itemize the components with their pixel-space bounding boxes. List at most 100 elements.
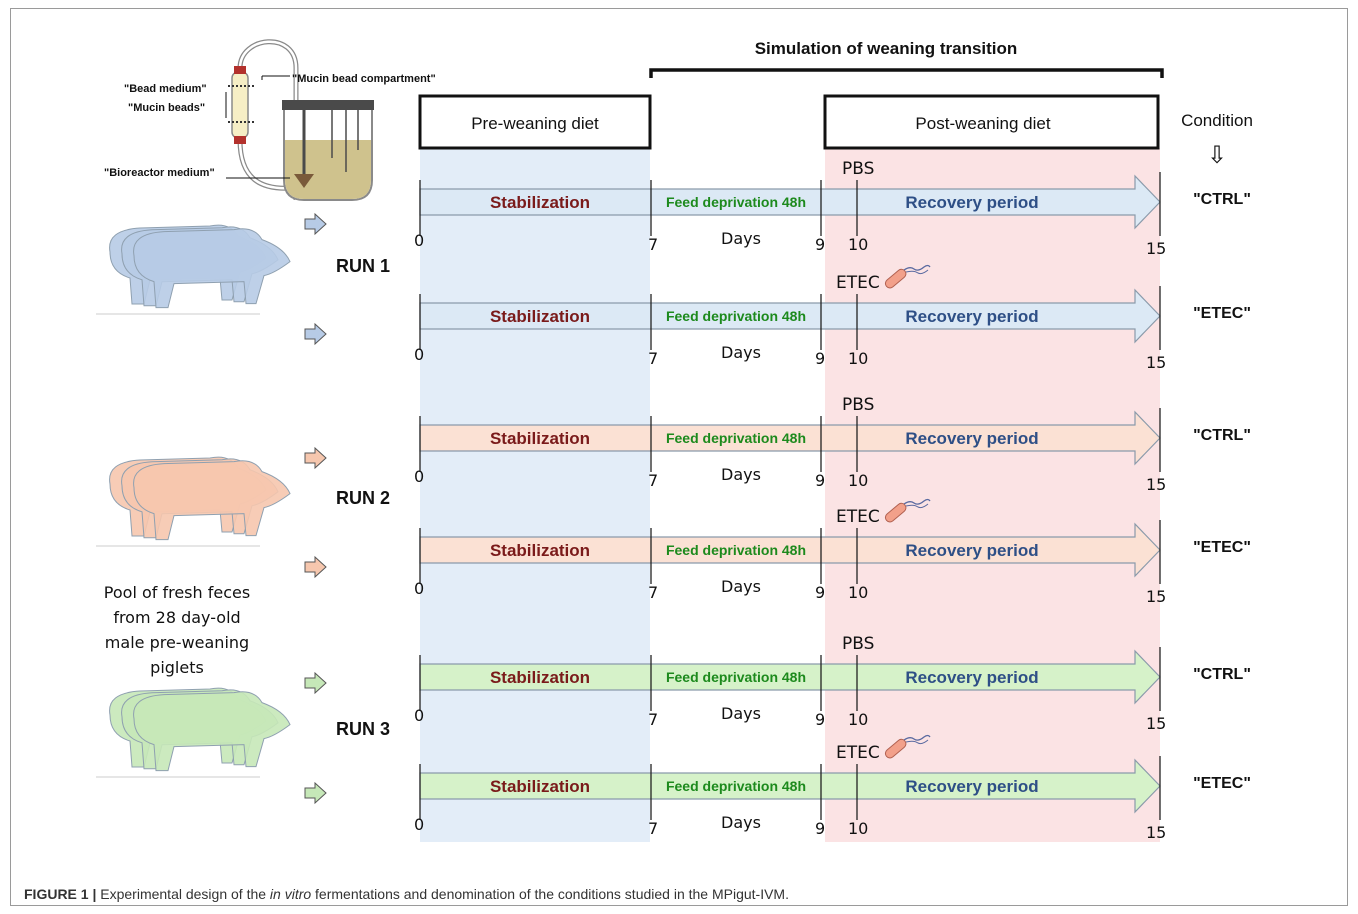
- day-tick-10: 10: [848, 710, 868, 729]
- day-tick-15: 15: [1146, 714, 1166, 733]
- day-tick-15: 15: [1146, 823, 1166, 842]
- day-tick-9: 9: [815, 349, 825, 368]
- post-weaning-label: Post-weaning diet: [915, 114, 1050, 133]
- caption-text-before: Experimental design of the: [96, 886, 270, 902]
- day-tick-10: 10: [848, 471, 868, 490]
- recovery-period-label: Recovery period: [905, 307, 1038, 326]
- post-weaning-box: [823, 94, 1160, 150]
- day-tick-15: 15: [1146, 353, 1166, 372]
- figure-caption: FIGURE 1 | Experimental design of the in…: [24, 886, 789, 902]
- timeline-row-4: Stabilization Feed deprivation 48h Recover…: [414, 498, 1251, 606]
- days-label: Days: [721, 813, 761, 832]
- condition-label: "ETEC": [1193, 305, 1251, 322]
- days-label: Days: [721, 229, 761, 248]
- condition-down-arrow-icon: ⇩: [1207, 141, 1227, 169]
- recovery-period-label: Recovery period: [905, 541, 1038, 560]
- timeline-row-2: Stabilization Feed deprivation 48h Recover…: [414, 264, 1251, 372]
- pre-weaning-label: Pre-weaning diet: [471, 114, 599, 133]
- feed-deprivation-label: Feed deprivation 48h: [666, 669, 806, 685]
- stabilization-label: Stabilization: [490, 777, 590, 796]
- marker-label: ETEC: [836, 273, 880, 293]
- run-3-arrow-icon-2: [304, 781, 327, 805]
- feed-deprivation-label: Feed deprivation 48h: [666, 542, 806, 558]
- stabilization-label: Stabilization: [490, 193, 590, 212]
- days-label: Days: [721, 577, 761, 596]
- timeline-row-3: Stabilization Feed deprivation 48h Recover…: [414, 395, 1251, 494]
- pool-text-line-4: piglets: [150, 658, 204, 677]
- day-tick-0: 0: [414, 467, 424, 486]
- timeline-arrow: [419, 288, 1161, 344]
- day-tick-7: 7: [648, 235, 658, 254]
- day-tick-10: 10: [848, 819, 868, 838]
- piglet-group-run-3: [96, 687, 291, 778]
- recovery-period-label: Recovery period: [905, 429, 1038, 448]
- timeline-arrow: [419, 410, 1161, 466]
- mucin-bead-compartment-label: "Mucin bead compartment": [292, 73, 436, 85]
- stabilization-label: Stabilization: [490, 307, 590, 326]
- day-tick-9: 9: [815, 819, 825, 838]
- day-tick-15: 15: [1146, 475, 1166, 494]
- day-tick-7: 7: [648, 583, 658, 602]
- run-label-3: RUN 3: [336, 719, 390, 739]
- day-tick-7: 7: [648, 471, 658, 490]
- timeline-arrow: [419, 758, 1161, 814]
- days-label: Days: [721, 465, 761, 484]
- feed-deprivation-label: Feed deprivation 48h: [666, 194, 806, 210]
- day-tick-15: 15: [1146, 587, 1166, 606]
- stabilization-label: Stabilization: [490, 541, 590, 560]
- feed-deprivation-label: Feed deprivation 48h: [666, 430, 806, 446]
- mucin-beads-label: "Mucin beads": [128, 102, 205, 114]
- day-tick-9: 9: [815, 235, 825, 254]
- marker-label: PBS: [842, 634, 874, 654]
- bracket-title: Simulation of weaning transition: [755, 39, 1018, 58]
- marker-label: PBS: [842, 159, 874, 179]
- caption-text-after: fermentations and denomination of the co…: [311, 886, 789, 902]
- weaning-bracket: [649, 68, 1164, 78]
- recovery-period-label: Recovery period: [905, 777, 1038, 796]
- timeline-arrow: [419, 522, 1161, 578]
- run-label-1: RUN 1: [336, 256, 390, 276]
- run-2-arrow-icon-1: [304, 446, 327, 470]
- stabilization-label: Stabilization: [490, 429, 590, 448]
- day-tick-0: 0: [414, 815, 424, 834]
- timeline-arrow: [419, 649, 1161, 705]
- timeline-arrow: [419, 174, 1161, 230]
- pre-weaning-box: [418, 94, 652, 150]
- post-weaning-band: [825, 148, 1160, 842]
- caption-italic: in vitro: [269, 886, 312, 902]
- bioreactor-illustration: [225, 39, 374, 201]
- days-label: Days: [721, 704, 761, 723]
- condition-label: "ETEC": [1193, 775, 1251, 792]
- condition-label: "CTRL": [1193, 191, 1251, 208]
- day-tick-9: 9: [815, 710, 825, 729]
- bacterium-icon: [884, 734, 931, 759]
- days-label: Days: [721, 343, 761, 362]
- condition-label: "CTRL": [1193, 666, 1251, 683]
- recovery-period-label: Recovery period: [905, 668, 1038, 687]
- run-1-arrow-icon-2: [304, 322, 327, 346]
- day-tick-0: 0: [414, 231, 424, 250]
- pool-text-line-3: male pre-weaning: [105, 633, 249, 652]
- run-3-arrow-icon-1: [304, 671, 327, 695]
- condition-header: Condition: [1181, 111, 1253, 130]
- run-2-arrow-icon-2: [304, 555, 327, 579]
- pool-text-line-2: from 28 day-old: [113, 608, 240, 627]
- run-label-2: RUN 2: [336, 488, 390, 508]
- day-tick-7: 7: [648, 710, 658, 729]
- run-1-arrow-icon-1: [304, 212, 327, 236]
- piglet-group-run-2: [96, 456, 291, 547]
- condition-label: "CTRL": [1193, 427, 1251, 444]
- piglet-group-run-1: [96, 224, 291, 315]
- day-tick-15: 15: [1146, 239, 1166, 258]
- bacterium-icon: [884, 264, 931, 289]
- marker-label: ETEC: [836, 507, 880, 527]
- bioreactor-medium-label: "Bioreactor medium": [104, 167, 215, 179]
- caption-label: FIGURE 1 |: [24, 886, 97, 902]
- feed-deprivation-label: Feed deprivation 48h: [666, 308, 806, 324]
- pigs-layer: RUN 1 RUN 2 RUN 3: [96, 212, 390, 805]
- day-tick-0: 0: [414, 706, 424, 725]
